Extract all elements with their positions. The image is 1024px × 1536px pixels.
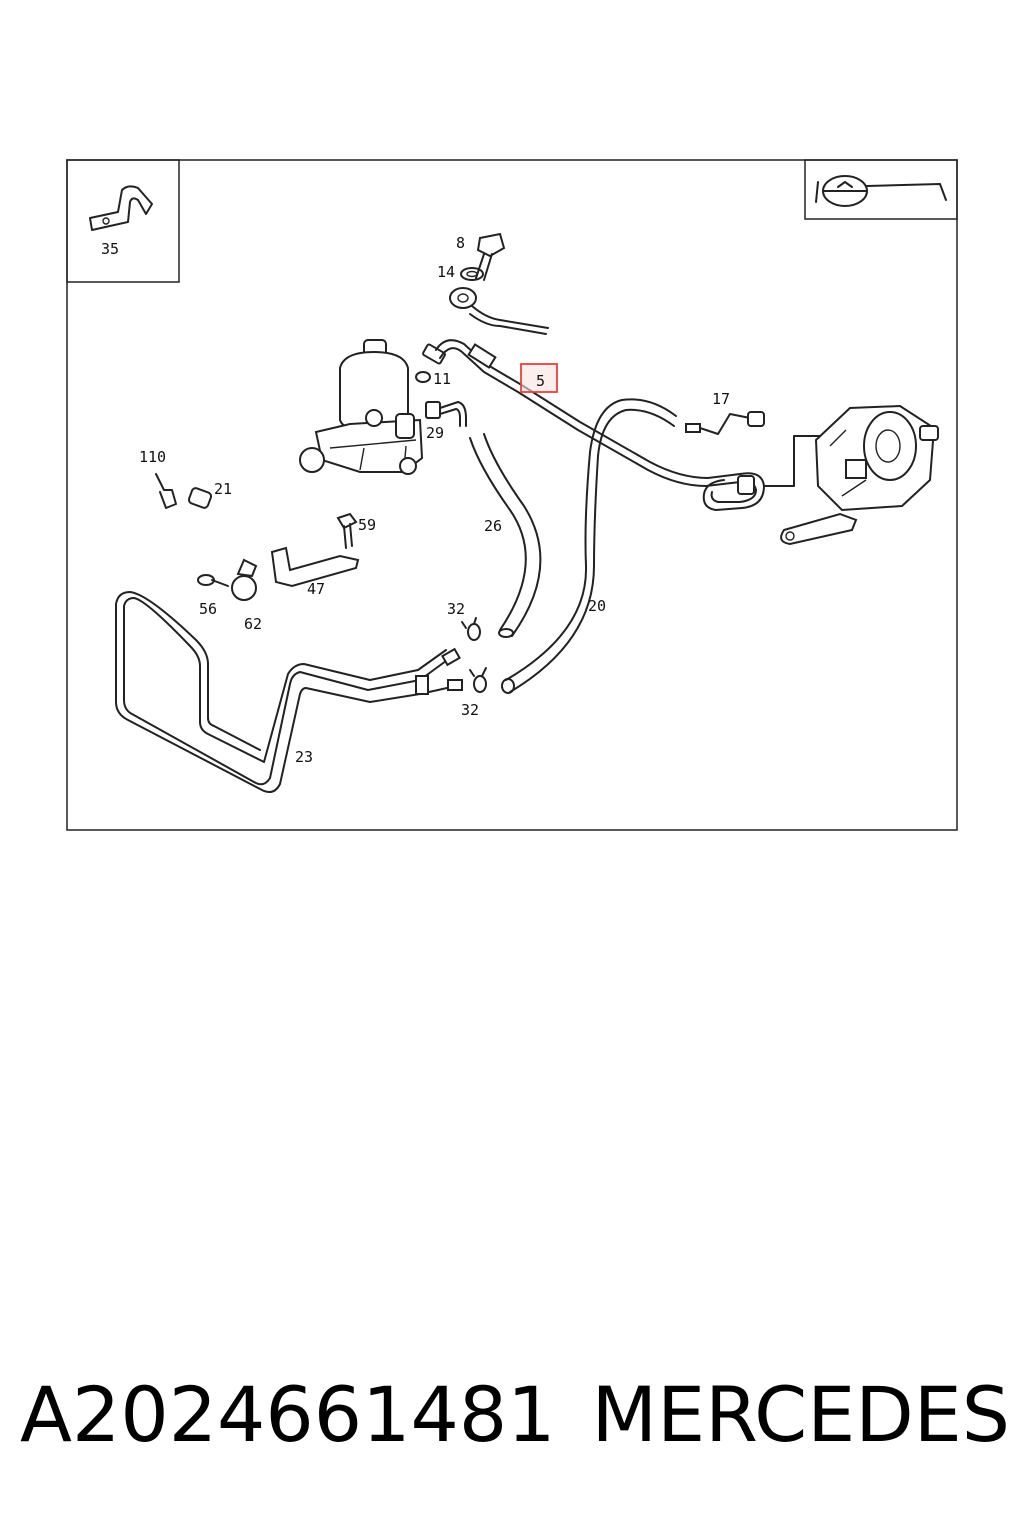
caption-bar: A2024661481 MERCEDES [20, 1370, 1010, 1470]
hose-banjo-end [449, 287, 549, 335]
inset-box-35: 35 [66, 159, 180, 283]
power-steering-pump [299, 339, 424, 475]
callout-17: 17 [712, 390, 730, 408]
line-17: 17 [685, 390, 765, 435]
callout-59: 59 [358, 516, 376, 534]
return-hose-26: 26 [469, 433, 542, 638]
callout-47: 47 [307, 580, 325, 598]
callout-32-upper: 32 [447, 600, 465, 618]
hose-20: 20 [501, 398, 677, 694]
steering-wheel-inset [804, 159, 958, 220]
callout-14: 14 [437, 263, 455, 281]
callout-62: 62 [244, 615, 262, 633]
washer-14: 14 [437, 263, 484, 281]
callout-11: 11 [433, 370, 451, 388]
callout-29: 29 [426, 424, 444, 442]
callout-5: 5 [536, 372, 545, 390]
callout-8: 8 [456, 234, 465, 252]
brand-name: MERCEDES [591, 1370, 1010, 1459]
callout-20: 20 [588, 597, 606, 615]
callout-110: 110 [139, 448, 166, 466]
part-number: A2024661481 [20, 1370, 556, 1459]
clamp-62: 62 [231, 558, 262, 633]
hose-clamp-32-upper: 32 [447, 600, 481, 641]
callout-35: 35 [101, 240, 119, 258]
cooler-line-23: 23 [115, 591, 463, 793]
hose-clamp-32-lower: 32 [461, 667, 487, 719]
bracket-47: 47 [270, 546, 360, 598]
highlight-box-5 [520, 363, 558, 393]
diagram-frame [66, 159, 958, 831]
steering-gear-box [763, 404, 939, 546]
bolt-59: 59 [336, 512, 376, 549]
screw-56: 56 [197, 574, 229, 618]
callout-23: 23 [295, 748, 313, 766]
bushing-21: 21 [187, 480, 232, 509]
fitting-29: 29 [425, 401, 467, 442]
callout-21: 21 [214, 480, 232, 498]
pressure-hose-5 [435, 339, 765, 511]
callout-26: 26 [484, 517, 502, 535]
clip-110: 110 [139, 448, 177, 509]
washer-11: 11 [415, 370, 451, 388]
callout-32-lower: 32 [461, 701, 479, 719]
callout-56: 56 [199, 600, 217, 618]
banjo-bolt-8: 8 [456, 232, 506, 281]
